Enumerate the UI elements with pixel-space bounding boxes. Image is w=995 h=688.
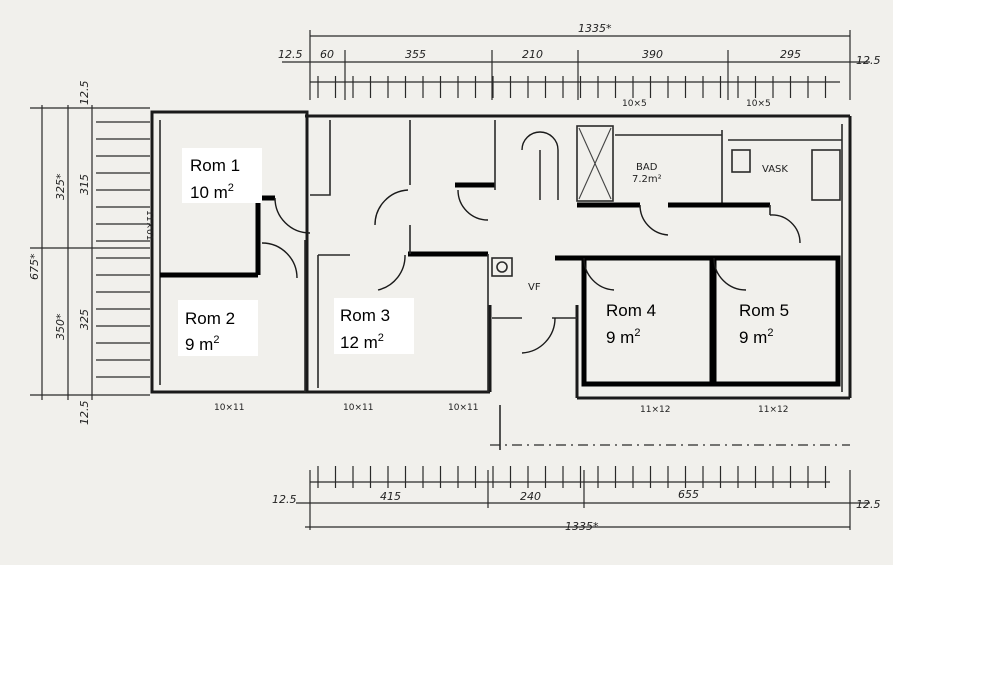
top-segment-4: 390 xyxy=(642,48,663,61)
plan-sheet xyxy=(0,0,893,565)
bottom-grid-ticks xyxy=(317,466,827,488)
window-label-bottom-2: 10×11 xyxy=(343,403,373,413)
door-swings xyxy=(261,131,850,450)
room-1-name: Rom 1 xyxy=(190,156,240,175)
room-5-area: 9 m2 xyxy=(739,327,773,347)
room-1-area: 10 m2 xyxy=(190,182,234,202)
window-label-bottom-4: 11×12 xyxy=(640,405,670,415)
room-labels: Rom 1 10 m2 Rom 2 9 m2 Rom 3 12 m2 Rom 4… xyxy=(178,148,789,356)
room-2-name: Rom 2 xyxy=(185,309,235,328)
top-grid-ticks xyxy=(317,76,827,98)
top-right-edge-dimension: 12.5 xyxy=(856,54,881,67)
left-top-edge-dimension: 12.5 xyxy=(78,81,91,106)
window-label-bottom-5: 11×12 xyxy=(758,405,788,415)
bottom-segment-3: 655 xyxy=(678,488,699,501)
bottom-overall-dimension: 1335* xyxy=(565,520,599,533)
top-dimensions: 1335* 12.5 12.5 60 355 210 390 295 xyxy=(278,22,881,100)
top-overall-dimension: 1335* xyxy=(578,22,612,35)
left-lower-outer-dimension: 350* xyxy=(54,313,67,340)
left-bottom-edge-dimension: 12.5 xyxy=(78,401,91,426)
bottom-left-edge-dimension: 12.5 xyxy=(272,493,297,506)
bottom-segment-1: 415 xyxy=(380,490,401,503)
top-left-edge-dimension: 12.5 xyxy=(278,48,303,61)
fixture-labels: BAD 7.2m² VASK VF 11×01 10×11 10×11 10×1… xyxy=(144,99,788,415)
top-segment-3: 210 xyxy=(522,48,543,61)
room-4-area: 9 m2 xyxy=(606,327,640,347)
left-lower-inner-dimension: 325 xyxy=(78,309,91,330)
vf-label: VF xyxy=(528,282,541,293)
bath-label: BAD xyxy=(636,162,658,173)
top-segment-2: 355 xyxy=(405,48,426,61)
room-2-area: 9 m2 xyxy=(185,334,219,354)
top-segment-5: 295 xyxy=(780,48,801,61)
room-3-area: 12 m2 xyxy=(340,332,384,352)
bath-area-label: 7.2m² xyxy=(632,174,662,185)
room-4-name: Rom 4 xyxy=(606,301,656,320)
top-segment-1: 60 xyxy=(320,48,334,61)
window-label-bottom-3: 10×11 xyxy=(448,403,478,413)
laundry-label: VASK xyxy=(762,164,788,175)
left-overall-dimension: 675* xyxy=(28,253,41,280)
window-label-bottom-1: 10×11 xyxy=(214,403,244,413)
window-label-top-2: 10×5 xyxy=(746,99,771,109)
window-label-top-1: 10×5 xyxy=(622,99,647,109)
room-3-name: Rom 3 xyxy=(340,306,390,325)
bottom-right-edge-dimension: 12.5 xyxy=(856,498,881,511)
window-label-left: 11×01 xyxy=(144,210,154,240)
left-dimensions: 675* 325* 315 350* 325 12.5 12.5 xyxy=(28,81,150,426)
left-upper-inner-dimension: 315 xyxy=(78,174,91,195)
bottom-dimensions: 12.5 12.5 415 240 655 1335* xyxy=(272,466,881,533)
bottom-segment-2: 240 xyxy=(520,490,541,503)
building-walls xyxy=(150,110,852,400)
left-upper-outer-dimension: 325* xyxy=(54,173,67,200)
left-grid-ticks xyxy=(96,121,150,378)
room-5-name: Rom 5 xyxy=(739,301,789,320)
